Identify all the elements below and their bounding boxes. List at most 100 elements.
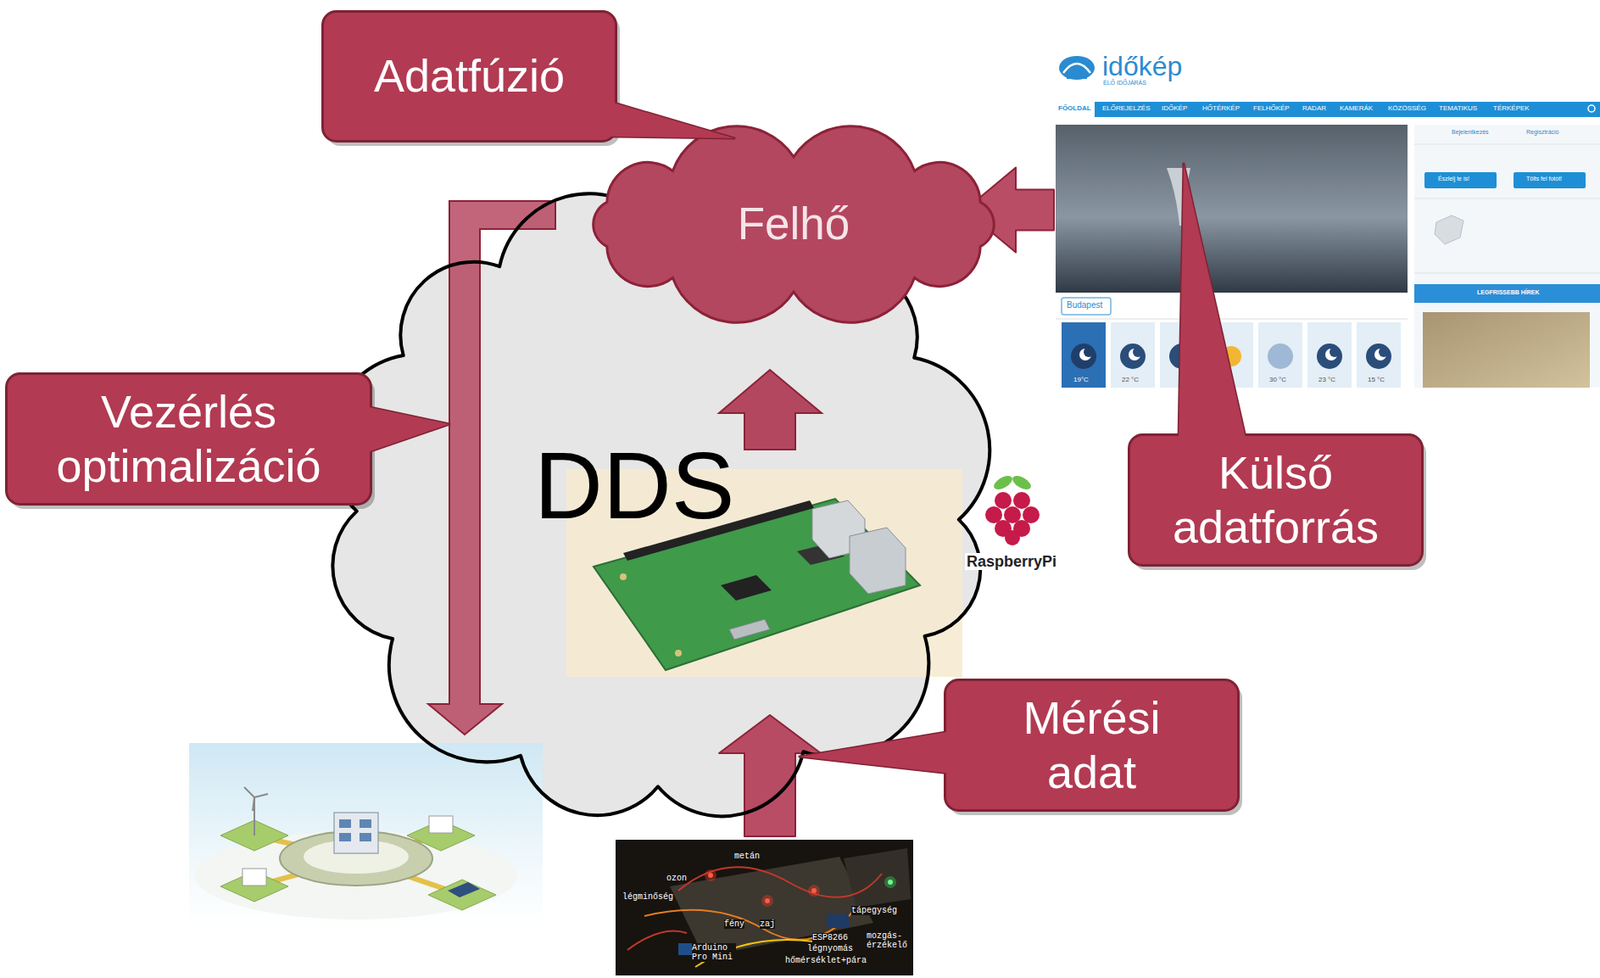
raspberry-pi-logo — [994, 491, 1012, 509]
raspberry-pi-board — [720, 574, 772, 601]
website-screenshot — [1414, 198, 1600, 200]
website-screenshot — [1316, 343, 1343, 369]
website-screenshot — [1061, 322, 1106, 388]
smart-grid-illustration — [339, 832, 352, 842]
sensor-photo — [678, 866, 882, 898]
label-holder: KAMERÁK — [1339, 105, 1373, 112]
sensor-label: légminőség — [622, 891, 674, 902]
text-holder: légnyomás — [807, 943, 853, 954]
text-holder: hőmérséklet+pára — [785, 955, 867, 965]
label-holder: 22 °C — [1121, 376, 1139, 384]
smart-grid-illustration — [334, 812, 379, 853]
sensor-box: metánozonlégminőségtápegységfényzajESP82… — [615, 839, 914, 976]
raspberry-pi-board — [619, 573, 627, 580]
website-screenshot — [1307, 322, 1352, 388]
screen-text: KAMERÁK — [1339, 105, 1373, 112]
website-box: időkép — [1053, 49, 1600, 388]
callout-tail — [799, 730, 952, 774]
text-holder: Arduino Pro Mini — [691, 942, 736, 962]
sensor-label: tápegység — [851, 905, 898, 915]
website-screenshot — [1120, 343, 1146, 369]
sensor-photo — [704, 869, 717, 881]
callout-body — [945, 680, 1239, 811]
smart-grid-illustration — [244, 786, 255, 798]
label-holder: Észlelj te is! — [1438, 175, 1470, 182]
callout-tail — [365, 406, 450, 453]
website-screenshot — [1588, 105, 1595, 112]
callout-text: Mérési adat — [1003, 691, 1182, 798]
label-holder: 23 °C — [1318, 376, 1336, 384]
screen-text: TEMATIKUS — [1438, 105, 1478, 112]
sensor-photo — [669, 856, 874, 957]
screen-text: Budapest — [1066, 301, 1103, 310]
text-holder: Vezérlés optimalizáció — [5, 372, 373, 506]
website-screenshot — [1414, 124, 1600, 388]
label-holder: TÉRKÉPEK — [1493, 105, 1530, 112]
label-holder: IDŐKÉP — [1161, 105, 1188, 112]
website-screenshot — [1061, 297, 1111, 315]
website-screenshot — [1414, 273, 1600, 274]
label-holder: ELŐREJELZÉS — [1102, 105, 1150, 112]
text-holder: tápegység — [851, 905, 898, 915]
cloud-name: Felhő — [737, 199, 851, 249]
sensor-label: fény — [724, 919, 745, 929]
screen-text: HŐTÉRKÉP — [1202, 105, 1240, 112]
smart-grid-illustration — [428, 879, 497, 910]
sensor-photo — [627, 931, 687, 951]
label-holder: Tölts fel fotót! — [1526, 175, 1562, 182]
sensor-photo — [826, 914, 849, 928]
smart-grid-illustration — [359, 819, 372, 828]
screen-text: LEGFRISSEBB HÍREK — [1477, 289, 1540, 296]
sensor-photo — [808, 884, 820, 897]
sensor-label: légnyomás — [807, 943, 853, 954]
callout-box: Vezérlés optimalizáció — [5, 372, 373, 506]
logo-text: RaspberryPi — [964, 552, 1059, 570]
website-screenshot — [1053, 101, 1095, 118]
screen-text: ÉLŐ IDŐJÁRÁS — [1103, 79, 1147, 86]
website-screenshot — [1513, 172, 1586, 189]
text-holder: Mérési adat — [943, 678, 1240, 812]
raspberry-pi-logo — [1004, 529, 1021, 546]
raspberry-pi-logo — [1010, 473, 1034, 492]
sensor-label: zaj — [759, 919, 775, 929]
screen-text: 22 °C — [1121, 376, 1139, 384]
label-holder: Bejelentkezés — [1451, 128, 1489, 135]
smart-grid-illustration — [359, 832, 372, 842]
label-holder: Budapest — [1066, 301, 1103, 310]
smart-grid-illustration — [189, 742, 543, 924]
website-screenshot — [1422, 312, 1590, 388]
callout-tail — [559, 101, 735, 139]
callout-box: Külső adatforrás — [1127, 433, 1424, 567]
label-holder: Regisztráció — [1526, 128, 1560, 135]
screen-text: Észlelj te is! — [1438, 175, 1470, 182]
raspberry-pi-board — [729, 618, 770, 640]
text-holder: mozgás- érzékelő — [866, 931, 909, 950]
website-screenshot — [1083, 346, 1094, 357]
callout-tail — [1178, 163, 1247, 441]
text-holder: fény — [724, 919, 745, 929]
website-screenshot — [1365, 343, 1392, 369]
text-holder: DDS — [534, 438, 735, 534]
label-holder: FELHŐKÉP — [1253, 105, 1290, 112]
text-holder: légminőség — [622, 891, 674, 902]
label-holder: FŐOLDAL — [1058, 105, 1092, 112]
label-holder: LEGFRISSEBB HÍREK — [1477, 289, 1540, 296]
sensor-photo — [615, 839, 914, 976]
callout-body — [6, 373, 372, 505]
raspberry-pi-board — [674, 649, 682, 657]
callout-tail — [365, 406, 450, 453]
label-holder: RaspberryPi — [964, 552, 1059, 570]
text-holder: Felhő — [561, 122, 1026, 327]
sensor-label: ozon — [666, 873, 687, 883]
website-screenshot — [1110, 322, 1155, 388]
screen-text: Tölts fel fotót! — [1526, 175, 1562, 182]
sensor-label: hőmérséklet+pára — [785, 955, 867, 965]
label-holder: HŐTÉRKÉP — [1202, 105, 1240, 112]
website-screenshot — [1053, 49, 1600, 388]
callout-body — [323, 11, 617, 142]
callout-body — [1129, 434, 1423, 566]
upload-arrow — [719, 369, 822, 450]
sensor-label: metán — [734, 851, 760, 861]
smart-grid-illustration — [254, 793, 268, 798]
text-holder: Adatfúzió — [321, 10, 618, 143]
